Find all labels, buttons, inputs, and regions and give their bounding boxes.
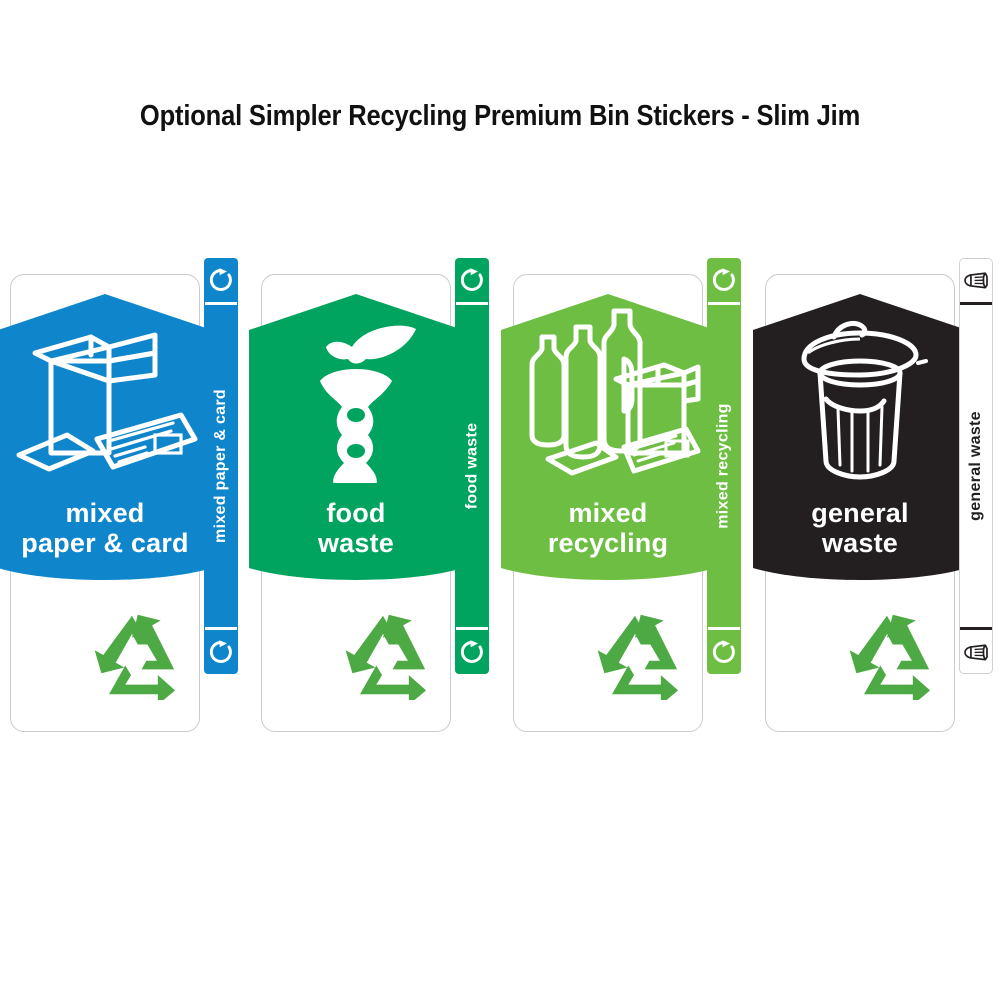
side-strip-mixed-paper-and-card[interactable]: mixed paper & card <box>204 258 238 674</box>
side-strip-mixed-recycling[interactable]: mixed recycling <box>707 258 741 674</box>
side-strip-background <box>455 258 489 674</box>
recycle-loop-icon-top <box>710 262 738 298</box>
side-strip-text-wrap: mixed paper & card <box>204 258 238 674</box>
front-label-line2: recycling <box>547 528 669 558</box>
front-label-line2: waste <box>317 528 395 558</box>
side-label-food-waste: food waste <box>463 422 480 510</box>
bottles-box-and-newspaper-icon <box>501 298 715 488</box>
recycle-loop-icon-top <box>458 262 486 298</box>
front-label-line1: general <box>811 498 909 528</box>
recycle-loop-icon-bottom <box>710 634 738 670</box>
recycle-loop-icon-top <box>207 262 235 298</box>
side-strip-divider-bottom <box>960 627 992 630</box>
crumpled-waste-icon-bottom <box>962 634 990 670</box>
side-strip-divider-bottom <box>708 627 740 630</box>
side-label-general-waste: general waste <box>967 411 985 521</box>
side-label-mixed-paper-and-card: mixed paper & card <box>212 389 229 543</box>
side-strip-divider-top <box>708 302 740 305</box>
side-label-mixed-recycling: mixed recycling <box>715 403 733 529</box>
mobius-recycle-loop-icon <box>84 610 180 700</box>
side-strip-outline <box>959 258 993 674</box>
crumpled-waste-icon-top <box>962 262 990 298</box>
front-label-line1: mixed <box>65 498 145 528</box>
apple-core-icon <box>249 298 463 488</box>
side-strip-text-wrap: food waste <box>455 258 489 674</box>
mobius-recycle-loop-icon <box>839 610 935 700</box>
side-strip-background <box>959 258 993 674</box>
side-strip-divider-bottom <box>205 627 237 630</box>
page-title: Optional Simpler Recycling Premium Bin S… <box>139 100 861 132</box>
side-strip-divider-top <box>960 302 992 305</box>
mobius-recycle-loop-icon <box>587 610 683 700</box>
side-strip-food-waste[interactable]: food waste <box>455 258 489 674</box>
side-strip-divider-top <box>205 302 237 305</box>
front-label-line2: waste <box>821 528 899 558</box>
side-strip-text-wrap: general waste <box>959 258 993 674</box>
side-strip-divider-top <box>456 302 488 305</box>
side-strip-text-wrap: mixed recycling <box>707 258 741 674</box>
side-strip-divider-bottom <box>456 627 488 630</box>
front-label-line1: mixed <box>568 498 648 528</box>
dustbin-icon <box>753 298 967 488</box>
side-strip-general-waste[interactable]: general waste <box>959 258 993 674</box>
side-strip-background <box>204 258 238 674</box>
mobius-recycle-loop-icon <box>335 610 431 700</box>
cardboard-box-and-newspaper-icon <box>0 298 212 488</box>
front-label-line2: paper & card <box>21 528 189 558</box>
side-strip-background <box>707 258 741 674</box>
recycle-loop-icon-bottom <box>207 634 235 670</box>
recycle-loop-icon-bottom <box>458 634 486 670</box>
front-label-line1: food <box>326 498 386 528</box>
